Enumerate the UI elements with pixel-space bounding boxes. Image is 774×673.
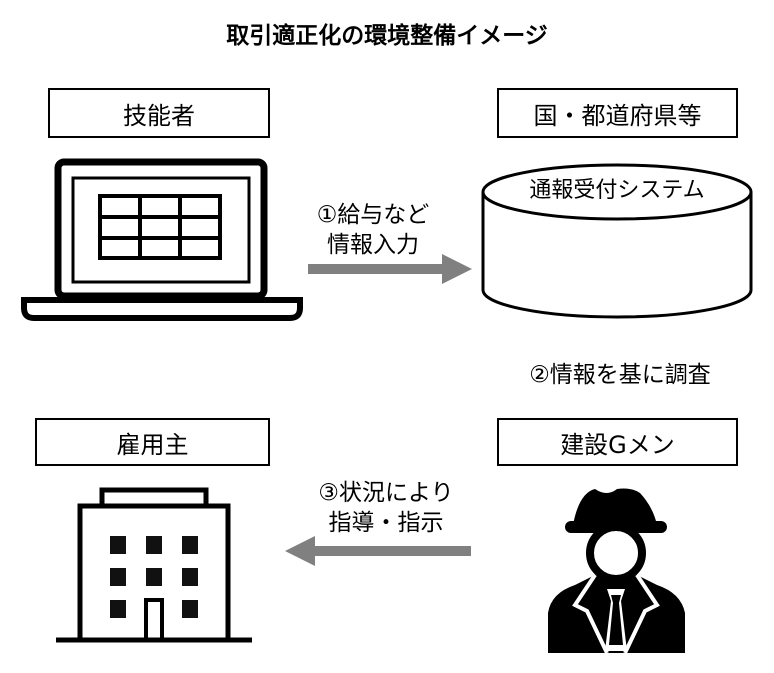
system-label: 通報受付システム [529, 178, 705, 203]
worker-box: 技能者 [48, 88, 270, 138]
arrow-right-icon [308, 254, 472, 284]
government-box: 国・都道府県等 [497, 88, 738, 138]
database-cylinder-icon [481, 163, 753, 319]
detective-icon [548, 488, 685, 654]
step3-line2: 指導・指示 [328, 510, 444, 536]
laptop-icon [21, 158, 303, 321]
step1-line2: 情報入力 [327, 232, 419, 258]
step1-line1: ①給与など [316, 202, 430, 228]
step2-label: ②情報を基に調査 [529, 362, 711, 388]
step3-line1: ③状況により [318, 480, 454, 506]
g-men-box: 建設Gメン [497, 418, 738, 466]
arrow-left-icon [285, 536, 471, 566]
employer-box: 雇用主 [35, 418, 270, 466]
office-building-icon [56, 487, 252, 643]
diagram-title: 取引適正化の環境整備イメージ [226, 23, 548, 49]
